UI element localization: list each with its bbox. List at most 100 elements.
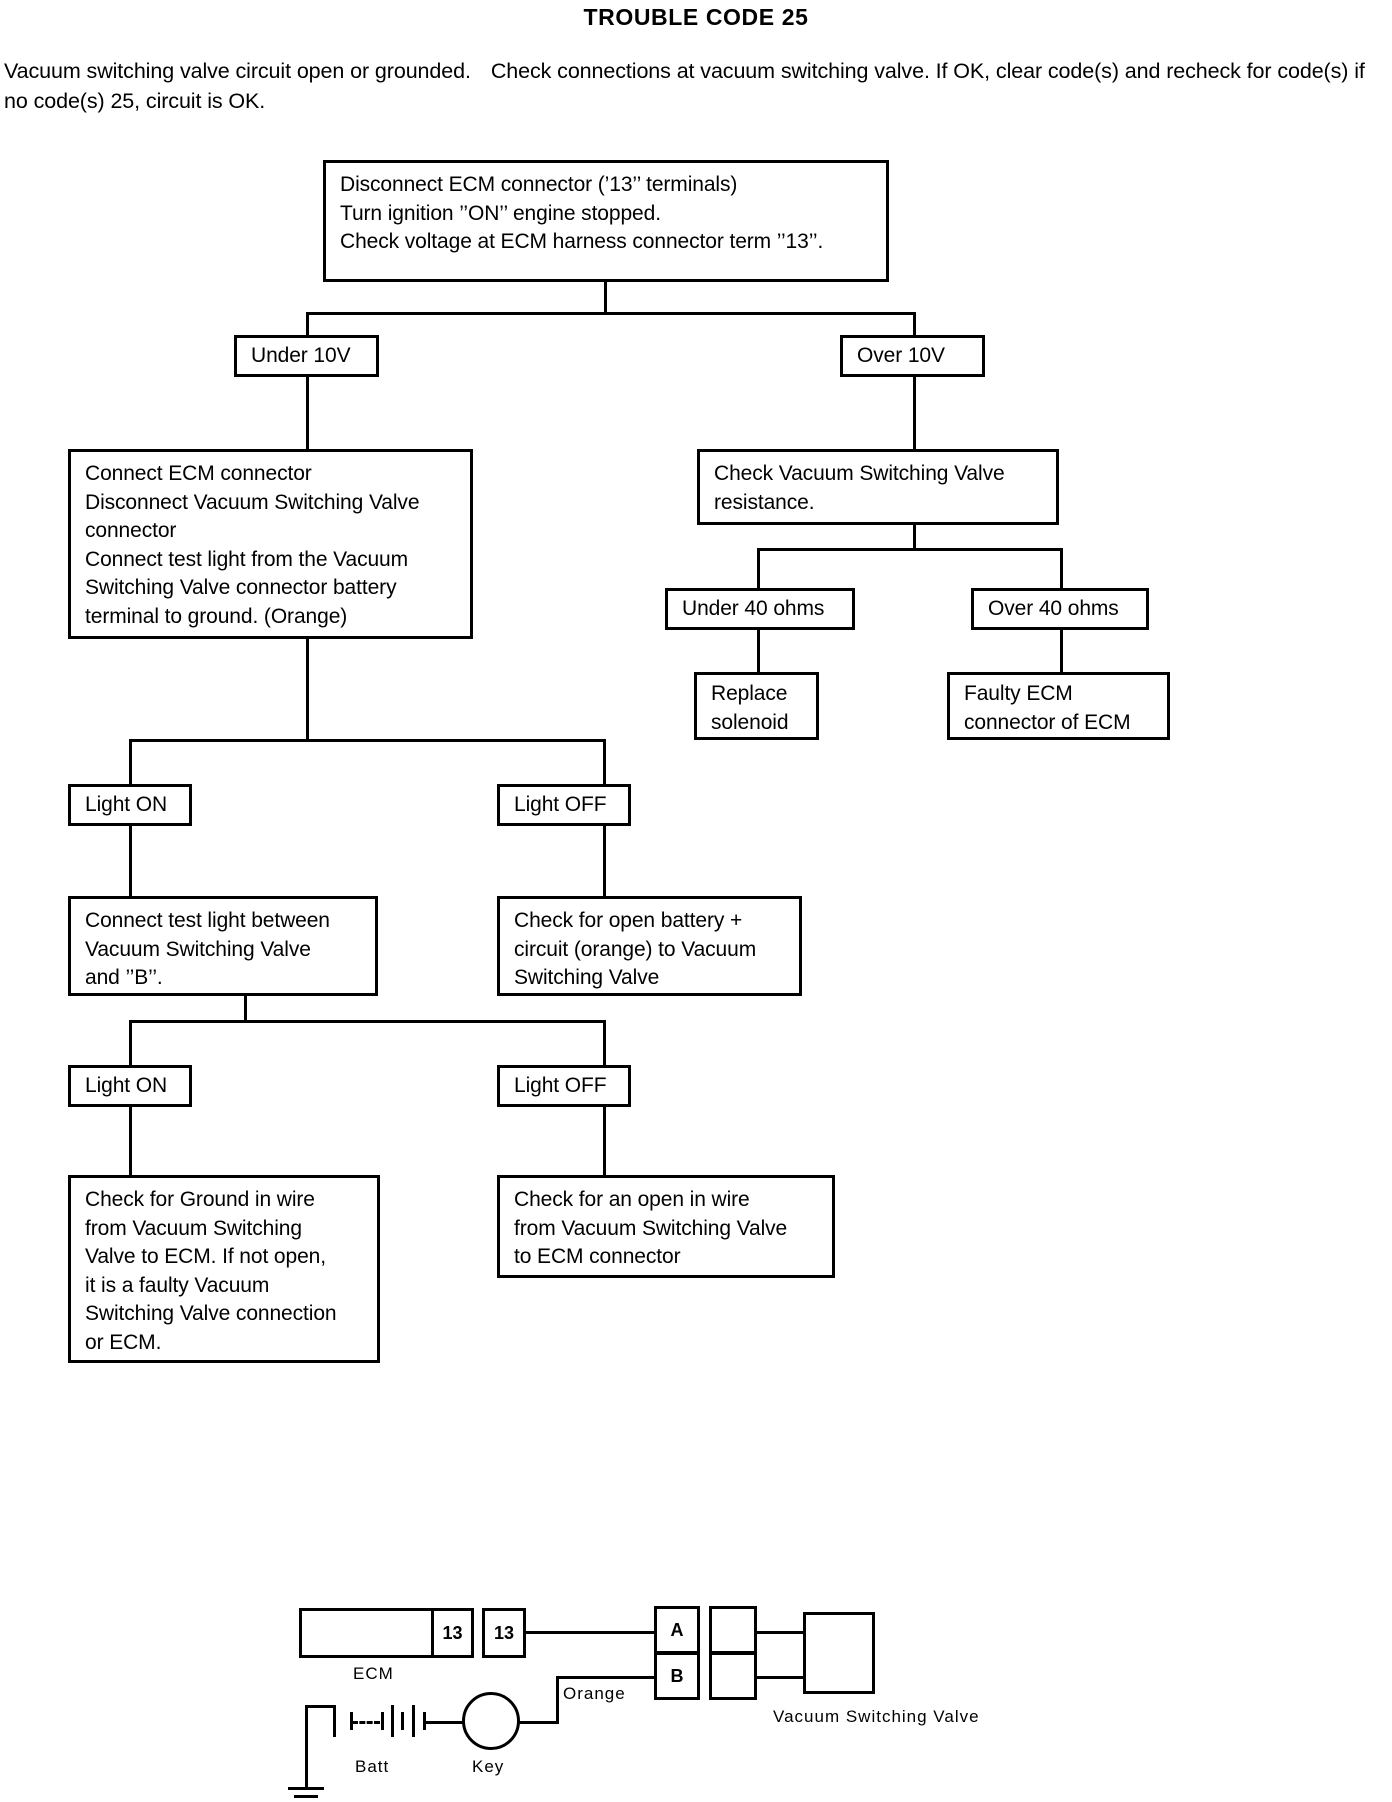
box-check-open-wire-line-1: Check for an open in wire (514, 1188, 750, 1211)
connector-to-under10v (306, 312, 309, 335)
connector-resistance-down (913, 525, 916, 548)
connector-under40-down (757, 630, 760, 672)
box-replace-solenoid-line-1: Replace (711, 682, 788, 705)
schematic-ecm-terminal-label: 13 (442, 1622, 463, 1643)
schematic-pin-a: A (654, 1606, 700, 1654)
box-connect-ecm-line-2: Disconnect Vacuum Switching Valve (85, 490, 420, 514)
schematic-orange-wire-lower (518, 1721, 558, 1724)
intro-paragraph: Vacuum switching valve circuit open or g… (4, 56, 1388, 116)
box-check-open-wire-line-3: to ECM connector (514, 1245, 681, 1268)
box-connect-ecm-line-5: Switching Valve connector battery (85, 576, 397, 599)
connector-lighton2-down (129, 1107, 132, 1175)
intro-sentence-2: Check connections at vacuum switching va… (490, 59, 1119, 83)
connector-light1-bus (129, 739, 606, 742)
connector-lighton1-down (129, 826, 132, 896)
box-check-ground-line-5: Switching Valve connection (85, 1302, 337, 1325)
connector-testlight-down (244, 996, 247, 1020)
box-check-ground-line-4: it is a faulty Vacuum (85, 1273, 270, 1297)
box-light-off-1-label: Light OFF (514, 792, 607, 816)
schematic-orange-wire-riser (556, 1676, 559, 1724)
connector-to-under40 (757, 548, 760, 588)
schematic-ground-stem (305, 1705, 308, 1787)
connector-lightoff1-down (603, 826, 606, 896)
connector-over10v-down (913, 377, 916, 449)
schematic-vsv-body (803, 1612, 875, 1694)
box-under-10v: Under 10V (234, 335, 379, 377)
box-connect-test-light: Connect test light between Vacuum Switch… (68, 896, 378, 996)
box-check-ground-line-3: Valve to ECM. If not open, (85, 1245, 326, 1268)
schematic-batt-label: Batt (355, 1757, 390, 1776)
connector-to-light-on-2 (129, 1020, 132, 1065)
connector-over40-down (1060, 630, 1063, 672)
box-check-ground: Check for Ground in wire from Vacuum Swi… (68, 1175, 380, 1363)
box-over-40-ohms: Over 40 ohms (971, 588, 1149, 630)
box-under-40-ohms: Under 40 ohms (665, 588, 855, 630)
schematic-earth-bar-1 (288, 1787, 324, 1790)
box-check-open-battery: Check for open battery + circuit (orange… (497, 896, 802, 996)
schematic-battery-plate-4-long (391, 1705, 394, 1737)
connector-under10v-down (306, 377, 309, 449)
schematic-battery-plate-7-short (423, 1712, 426, 1730)
box-check-resistance: Check Vacuum Switching Valve resistance. (697, 449, 1059, 525)
connector-to-light-off-1 (603, 739, 606, 784)
box-start-line-1: Disconnect ECM connector (’13’’ terminal… (340, 173, 738, 196)
intro-sentence-1: Vacuum switching valve circuit open or g… (4, 59, 471, 83)
box-connect-ecm-line-3: connector (85, 519, 177, 542)
box-connect-ecm: Connect ECM connector Disconnect Vacuum … (68, 449, 473, 639)
box-check-open-battery-line-1: Check for open battery + (514, 909, 743, 932)
schematic-battery-plate-2-short (350, 1712, 353, 1730)
box-check-ground-line-6: or ECM. (85, 1330, 162, 1354)
box-faulty-ecm: Faulty ECM connector of ECM (947, 672, 1170, 740)
box-start-line-3: Check voltage at ECM harness connector t… (340, 230, 824, 253)
box-connect-test-light-line-3: and ’’B’’. (85, 966, 163, 989)
schematic-pin-a-label: A (670, 1619, 684, 1640)
box-over-40-ohms-label: Over 40 ohms (988, 596, 1119, 620)
box-over-10v: Over 10V (840, 335, 985, 377)
schematic-orange-label: Orange (563, 1684, 626, 1703)
schematic-pin-b-label: B (670, 1665, 684, 1686)
box-light-on-1-label: Light ON (85, 792, 168, 816)
box-over-10v-label: Over 10V (857, 343, 945, 367)
box-check-open-wire-line-2: from Vacuum Switching Valve (514, 1216, 788, 1240)
box-light-on-2: Light ON (68, 1065, 192, 1107)
schematic-key-label: Key (472, 1757, 505, 1776)
connector-to-over40 (1060, 548, 1063, 588)
box-check-open-battery-line-3: Switching Valve (514, 966, 660, 989)
box-start-line-2: Turn ignition ’’ON’’ engine stopped. (340, 201, 661, 225)
schematic-harness-terminal-13: 13 (482, 1608, 526, 1658)
schematic-vsv-label: Vacuum Switching Valve (773, 1707, 980, 1726)
box-connect-test-light-line-1: Connect test light between (85, 909, 330, 932)
box-connect-ecm-line-4: Connect test light from the Vacuum (85, 547, 409, 571)
box-replace-solenoid: Replace solenoid (694, 672, 819, 740)
box-under-40-ohms-label: Under 40 ohms (682, 596, 825, 620)
box-start: Disconnect ECM connector (’13’’ terminal… (323, 160, 889, 282)
schematic-key-switch (462, 1692, 520, 1750)
box-check-resistance-line-2: resistance. (714, 490, 815, 514)
connector-to-light-off-2 (603, 1020, 606, 1065)
box-connect-ecm-line-6: terminal to ground. (Orange) (85, 604, 348, 628)
schematic-ground-horizontal-lead (305, 1705, 335, 1708)
box-connect-test-light-line-2: Vacuum Switching Valve (85, 937, 311, 961)
schematic-mating-connector-bottom (709, 1652, 757, 1700)
box-check-open-wire: Check for an open in wire from Vacuum Sw… (497, 1175, 835, 1278)
connector-light2-bus (129, 1020, 606, 1023)
box-replace-solenoid-line-2: solenoid (711, 710, 789, 734)
schematic-orange-wire-upper (556, 1676, 656, 1679)
schematic-wire-mating-top-to-vsv (755, 1631, 805, 1634)
schematic-battery-plate-1-long (333, 1705, 336, 1737)
schematic-ecm-label: ECM (353, 1664, 394, 1683)
schematic-pin-b: B (654, 1652, 700, 1700)
schematic-battery-plate-3-short (381, 1712, 384, 1730)
connector-start-bus (306, 312, 916, 315)
box-check-ground-line-2: from Vacuum Switching (85, 1216, 302, 1240)
box-check-resistance-line-1: Check Vacuum Switching Valve (714, 462, 1005, 485)
box-light-off-2: Light OFF (497, 1065, 631, 1107)
schematic-harness-terminal-label: 13 (493, 1622, 515, 1643)
box-connect-ecm-line-1: Connect ECM connector (85, 462, 312, 485)
schematic-battery-plate-6-long (412, 1705, 415, 1737)
page-title: TROUBLE CODE 25 (583, 4, 809, 30)
box-light-on-2-label: Light ON (85, 1073, 168, 1097)
connector-connectecm-down (306, 639, 309, 739)
box-check-ground-line-1: Check for Ground in wire (85, 1188, 315, 1211)
